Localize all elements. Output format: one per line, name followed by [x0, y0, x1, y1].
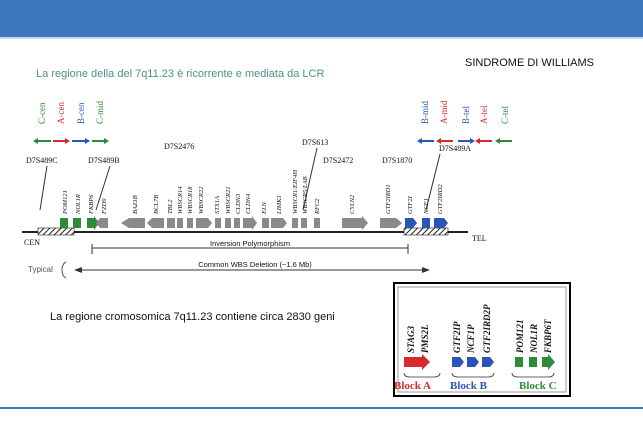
lcr-right-group: B-mid A-mid B-tel A-tel C-tel: [417, 100, 512, 144]
marker-d7s2472: D7S2472: [323, 156, 353, 165]
lcr-arrow-a-mid: A-mid: [436, 100, 453, 144]
gene-label: FZD9: [101, 198, 108, 215]
marker-d7s489a: D7S489A: [439, 144, 471, 153]
gene-label: RFC2: [314, 198, 321, 215]
legend-gene-label: NOL1R: [529, 324, 539, 354]
footer-bar: [0, 407, 643, 409]
gene-label: WBSCR1/EIF4H: [292, 170, 299, 214]
lcr-label-a-tel: A-tel: [479, 105, 489, 124]
lcr-arrow-b-mid: B-mid: [417, 100, 434, 144]
gene-label: WBSCR22: [198, 186, 205, 214]
legend-arrow-a: [404, 354, 430, 370]
lcr-arrow-a-tel: A-tel: [475, 105, 492, 144]
gene-label: LIMK1: [276, 195, 283, 215]
lcr-arrow-b-tel: B-tel: [458, 106, 475, 144]
legend-block-b-label: Block B: [450, 380, 488, 392]
lcr-arrow-c-mid: C-mid: [92, 100, 109, 144]
lcr-label-b-mid: B-mid: [420, 100, 430, 124]
header-bar: [0, 0, 643, 37]
gene-label: GTF2I: [407, 195, 414, 214]
legend-block-b: GTF2IP NCF1P GTF2IRD2P Block B: [450, 304, 495, 392]
gene-label: WBSCR5/LAB: [302, 176, 309, 214]
gene-label: NOL1R: [75, 194, 82, 215]
gene-label: CLDN3: [235, 193, 242, 214]
lcr-arrow-a-cen: A-cen: [53, 102, 70, 144]
slide-title: SINDROME DI WILLIAMS: [465, 57, 594, 69]
gene-label: POM121: [62, 190, 69, 215]
deletion-label: Common WBS Deletion (~1.6 Mb): [198, 260, 312, 269]
inversion-label: Inversion Polymorphism: [210, 239, 290, 248]
lcr-left-group: C-cen A-cen B-cen C-mid: [33, 100, 109, 144]
gene-label: WBSCR18: [187, 186, 194, 214]
gene-label: GTF2IRD1: [385, 184, 392, 214]
gene-label: NCF1: [423, 198, 430, 215]
legend-gene-label: STAG3: [406, 325, 416, 353]
marker-d7s489c: D7S489C: [26, 156, 58, 165]
lcr-label-c-tel: C-tel: [500, 106, 510, 124]
lcr-arrow-c-cen: C-cen: [33, 102, 51, 144]
legend-block-a: STAG3 PMS2L Block A: [394, 324, 441, 392]
axis-cen-label: CEN: [24, 238, 40, 247]
lcr-arrow-c-tel: C-tel: [495, 106, 512, 144]
lcr-label-b-cen: B-cen: [76, 102, 86, 124]
legend-gene-label: GTF2IP: [452, 321, 462, 353]
marker-group: D7S489C D7S489B D7S2476 D7S613 D7S2472 D…: [26, 138, 471, 211]
gene-label: CLDN4: [245, 193, 252, 214]
lcr-label-a-mid: A-mid: [439, 100, 449, 124]
gene-label: FKBP6: [88, 194, 95, 215]
gene-label: WBSCR21: [225, 187, 232, 214]
gene-label: CYLN2: [349, 194, 356, 214]
gene-label: WBSCR14: [177, 186, 184, 214]
gene-label: ELN: [261, 201, 268, 215]
legend-gene-label: NCF1P: [466, 324, 476, 354]
legend-gene-label: FKBP6T: [543, 319, 553, 354]
legend-gene-label: PMS2L: [420, 324, 430, 353]
legend-gene-label: POM121: [515, 320, 525, 354]
gene-label: GTF2IRD2: [437, 184, 444, 214]
typical-brace: [61, 261, 67, 279]
caption-text: La regione cromosomica 7q11.23 contiene …: [50, 311, 335, 323]
lcr-label-c-cen: C-cen: [37, 102, 47, 124]
gene-label: BCL7B: [153, 195, 160, 214]
gene-label: BAZ1B: [132, 195, 139, 214]
marker-d7s613: D7S613: [302, 138, 328, 147]
typical-label: Typical: [28, 265, 53, 274]
gene-blocks: [60, 216, 448, 230]
marker-d7s489b: D7S489B: [88, 156, 120, 165]
lcr-hatch-left: [37, 227, 75, 236]
common-deletion: Common WBS Deletion (~1.6 Mb) Typical: [28, 260, 430, 279]
inversion-polymorphism: Inversion Polymorphism: [91, 239, 409, 254]
legend-block-c: POM121 NOL1R FKBP6T Block C: [511, 319, 557, 392]
lcr-arrow-b-cen: B-cen: [72, 102, 90, 144]
gene-label: TBL2: [167, 199, 174, 214]
legend-block-a-label: Block A: [394, 380, 431, 392]
slide-subtitle: La regione della del 7q11.23 è ricorrent…: [36, 68, 325, 80]
gene-label: STX1A: [214, 196, 221, 214]
legend-gene-label: GTF2IRD2P: [482, 304, 492, 353]
legend-box: STAG3 PMS2L Block A GTF2IP NCF1P GTF2IRD…: [393, 282, 571, 397]
gene-labels: POM121 NOL1R FKBP6 FZD9 BAZ1B BCL7B TBL2…: [62, 170, 444, 215]
lcr-label-b-tel: B-tel: [461, 106, 471, 124]
lcr-label-c-mid: C-mid: [95, 100, 105, 124]
lcr-label-a-cen: A-cen: [56, 102, 66, 124]
lcr-hatch-right: [403, 227, 449, 236]
header-underline: [0, 37, 643, 39]
marker-d7s1870: D7S1870: [382, 156, 412, 165]
legend-block-c-label: Block C: [519, 380, 557, 392]
axis-tel-label: TEL: [472, 234, 487, 243]
marker-d7s2476: D7S2476: [164, 142, 194, 151]
